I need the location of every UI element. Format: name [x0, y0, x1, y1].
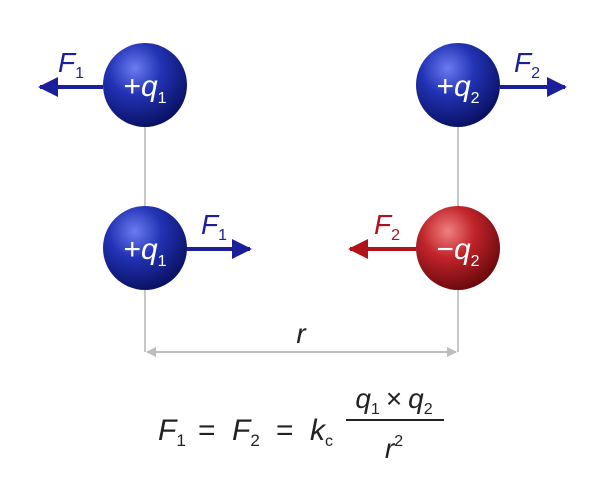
bottom-left-charge-label: +q1	[123, 233, 166, 270]
formula-mid: F2	[232, 414, 260, 450]
bottom-right-negative-charge	[416, 206, 500, 290]
top-left-force-label: F1	[58, 47, 84, 82]
formula-lhs: F1	[158, 414, 186, 450]
bottom-right-force-label: F2	[374, 209, 400, 244]
bottom-left-force-label: F1	[201, 209, 227, 244]
formula-denominator: r2	[385, 433, 403, 464]
formula-numerator: q1×q2	[355, 383, 432, 418]
formula-constant: kc	[310, 414, 333, 450]
top-right-force-label: F2	[514, 47, 540, 82]
top-left-positive-charge	[103, 43, 187, 127]
top-left-charge-label: +q1	[123, 70, 166, 107]
coulomb-formula: F1 = F2 = kc q1×q2 r2	[158, 383, 444, 464]
bottom-right-charge-label: −q2	[436, 233, 479, 270]
top-right-positive-charge	[416, 43, 500, 127]
formula-equals-2: =	[276, 414, 294, 447]
formula-equals-1: =	[198, 414, 216, 447]
bottom-left-positive-charge	[103, 206, 187, 290]
top-right-charge-label: +q2	[436, 70, 479, 107]
distance-label: r	[296, 318, 307, 349]
